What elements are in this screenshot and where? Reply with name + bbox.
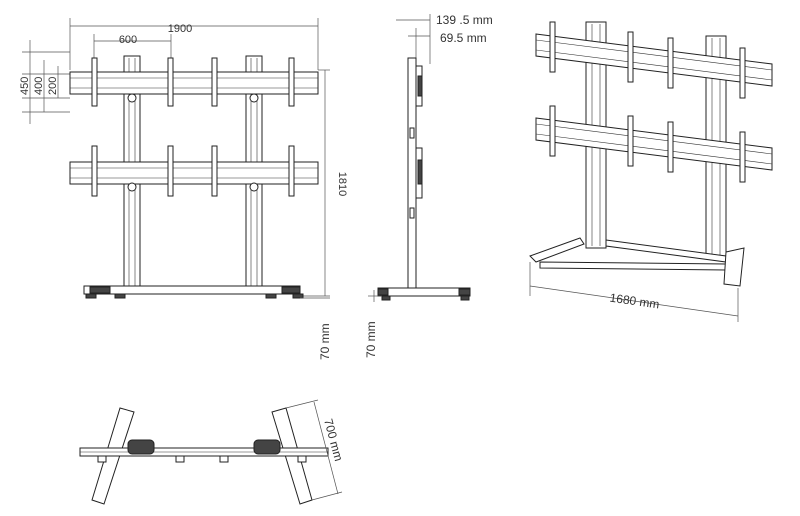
left-label-200: 200 [47,77,59,95]
side-view: 139 .5 mm 69.5 mm 70 mm [364,13,493,358]
plan-view: 700 mm [79,399,346,505]
side-foot-label: 70 mm [364,321,378,358]
left-label-450: 450 [19,77,31,95]
iso-mounting-arms [549,21,746,183]
front-view: 1900 600 450 400 200 1810 [19,18,348,360]
height-dimension: 1810 [300,69,348,297]
plan-rail [79,447,329,457]
plan-columns [97,439,307,463]
front-foot-dimension: 70 mm [300,297,332,360]
side-base [377,287,471,301]
side-foot-dimension: 70 mm [364,290,382,358]
front-foot-label: 70 mm [318,323,332,360]
iso-base-label: 1680 mm [609,291,660,312]
spacing-dimension: 600 [93,34,172,70]
front-mounting-arms [91,57,295,197]
front-base [83,285,304,299]
spacing-label: 600 [119,34,137,46]
side-brackets [415,65,423,199]
side-dimensions: 139 .5 mm 69.5 mm [396,13,493,64]
left-label-400: 400 [33,77,45,95]
side-column [407,57,417,295]
iso-base [529,237,745,287]
side-depth-label: 139 .5 mm [436,13,493,27]
left-dimensions: 450 400 200 [19,40,70,124]
width-dimension: 1900 [69,18,319,70]
width-label: 1900 [168,23,192,35]
front-rails [69,71,319,185]
height-label: 1810 [336,172,348,196]
iso-rails [535,33,773,171]
side-offset-label: 69.5 mm [440,31,487,45]
iso-view: 1680 mm [529,21,773,322]
iso-base-dimension: 1680 mm [529,262,739,322]
